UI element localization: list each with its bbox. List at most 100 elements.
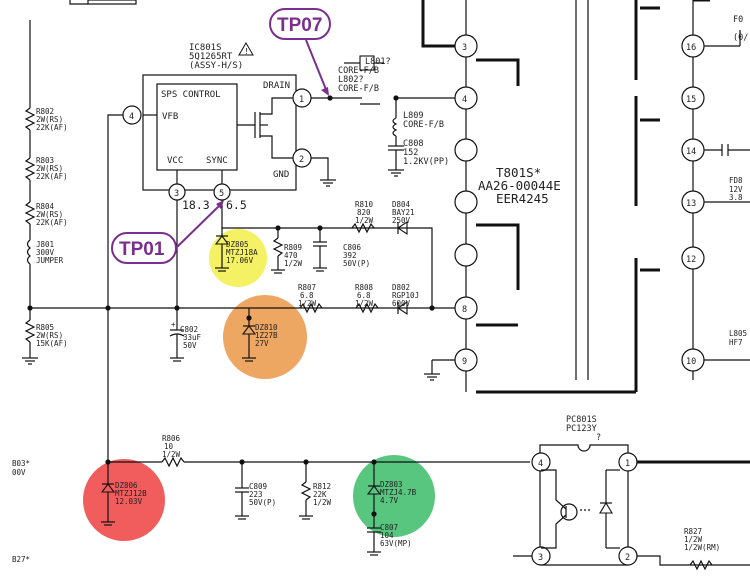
r809-power: 1/2W	[284, 259, 303, 268]
l802-ref: L802?	[338, 75, 364, 85]
r804-power: 2W(RS)	[36, 210, 63, 219]
c809-value: 223	[249, 490, 263, 499]
tp01-callout: TP01	[111, 200, 224, 264]
r806-ref: R806	[162, 434, 181, 443]
edge-f0: F0	[733, 15, 743, 25]
tp01-label: TP01	[119, 239, 165, 260]
t801-pin-9: 9	[462, 357, 467, 367]
r809-value: 470	[284, 251, 298, 260]
top-left-stub	[69, 0, 137, 5]
c809-rating: 50V(P)	[249, 498, 276, 507]
ic801-sync: SYNC	[206, 156, 228, 166]
r809-ref: R809	[284, 243, 302, 252]
r802-power: 2W(RS)	[36, 115, 63, 124]
t801-pin-10: 10	[686, 357, 696, 367]
edge-b803: B03*	[12, 459, 30, 468]
ic801-pin-5: 5	[219, 189, 224, 199]
r803-ref: R803	[36, 156, 54, 165]
dz806-ref: DZ806	[115, 481, 138, 490]
ic801-pins: 1 2 3 4 5 18.3 6.5	[122, 88, 312, 212]
dz810-ref: DZ810	[255, 323, 278, 332]
ic801-part: 5Q1265RT	[189, 52, 233, 62]
l801-core: CORE-F/B	[338, 66, 379, 76]
l802-core: CORE-F/B	[338, 84, 379, 94]
pc801-pin-2: 2	[625, 553, 630, 563]
ic801-drain: DRAIN	[263, 81, 290, 91]
pc801-unknown: ?	[596, 433, 601, 443]
r810-power: 1/2W	[355, 216, 374, 225]
c806-ref: C806	[343, 243, 362, 252]
voltage-pin5: 6.5	[226, 198, 247, 212]
c806-rating: 50V(P)	[343, 259, 370, 268]
dz805-ref: DZ805	[226, 240, 249, 249]
t801-pin-4: 4	[462, 95, 467, 105]
ic801-assy: (ASSY-H/S)	[189, 61, 243, 71]
left-rail-labels: R802 2W(RS) 22K(AF) R803 2W(RS) 22K(AF) …	[36, 107, 68, 348]
ic801-pin-4: 4	[129, 112, 134, 122]
c808-rating: 1.2KV(PP)	[403, 157, 449, 167]
r827-value: 1/2W	[684, 535, 703, 544]
t801-pin-8: 8	[462, 305, 467, 315]
warning-triangle-icon	[238, 42, 254, 56]
edge-f0-val: (0/	[733, 33, 748, 43]
c807-ref: C807	[380, 523, 398, 532]
r806-value: 10	[164, 442, 174, 451]
ic801-gnd: GND	[273, 170, 289, 180]
r812-ref: R812	[313, 482, 331, 491]
left-rail	[22, 20, 38, 365]
ic-wiring	[30, 95, 460, 465]
r808-value: 6.8	[357, 291, 371, 300]
r805-ref: R805	[36, 323, 54, 332]
ic801-block-title: SPS CONTROL	[161, 90, 221, 100]
dz810-part: 1Z27B	[255, 331, 278, 340]
t801-pin-12: 12	[686, 255, 696, 265]
r808-power: 1/2W	[355, 299, 374, 308]
r802-ref: R802	[36, 107, 54, 116]
ic801-pin-3: 3	[174, 189, 179, 199]
c808-value: 152	[403, 148, 418, 158]
r802-value: 22K(AF)	[36, 123, 68, 132]
l809-ref: L809	[403, 111, 423, 121]
d802-part: RGP10J	[392, 291, 419, 300]
r803-value: 22K(AF)	[36, 172, 68, 181]
tp07-label: TP07	[277, 15, 322, 36]
edge-3-8: 3.8	[729, 193, 743, 202]
pc801-ref: PC801S	[566, 415, 597, 425]
c807-rating: 63V(MP)	[380, 539, 412, 548]
r803-power: 2W(RS)	[36, 164, 63, 173]
dz805-part: MTZJ18A	[226, 248, 258, 257]
t801-code: EER4245	[496, 191, 549, 206]
l801-ref: L801?	[365, 57, 391, 67]
edge-l805: L805	[729, 329, 747, 338]
l809-core: CORE-F/B	[403, 120, 444, 130]
ic801-pin-1: 1	[299, 95, 304, 105]
r810-value: 820	[357, 208, 371, 217]
voltage-pin3: 18.3	[182, 198, 210, 212]
feedback-chain: R806 10 1/2W DZ806 MTZJ12B 12.03V C809 2…	[12, 434, 530, 564]
t801-pin-13: 13	[686, 199, 696, 209]
r812-value: 22K	[313, 490, 327, 499]
dz806-voltage: 12.03V	[115, 497, 143, 506]
edge-b827: B27*	[12, 555, 30, 564]
snubber-row-2: + C802 33uF 50V DZ810 1Z27B 27V R807 6.8…	[169, 283, 419, 362]
t801-ref: T801S*	[496, 165, 541, 180]
d804-voltage: 250V	[392, 216, 411, 225]
edge-100v: 00V	[12, 468, 26, 477]
c807-value: 104	[380, 531, 394, 540]
transformer-t801s: T801S* AA26-00044E EER4245 3 4 8 9	[421, 0, 636, 394]
r827-ref: R827	[684, 527, 702, 536]
j801-ref: J801	[36, 240, 54, 249]
d804-ref: D804	[392, 200, 411, 209]
r804-value: 22K(AF)	[36, 218, 68, 227]
r806-power: 1/2W	[162, 450, 181, 459]
r805-value: 15K(AF)	[36, 339, 68, 348]
dz803-part: MTZJ4.7B	[380, 488, 417, 497]
edge-fd8: FD8	[729, 176, 743, 185]
c802-ref: C802	[180, 325, 198, 334]
j801-type: JUMPER	[36, 256, 64, 265]
c808-ref: C808	[403, 139, 423, 149]
d804-part: BAY21	[392, 208, 415, 217]
inductors: L801? CORE-F/B L802? CORE-F/B L809 CORE-…	[338, 55, 455, 177]
t801-pin-16: 16	[686, 43, 696, 53]
